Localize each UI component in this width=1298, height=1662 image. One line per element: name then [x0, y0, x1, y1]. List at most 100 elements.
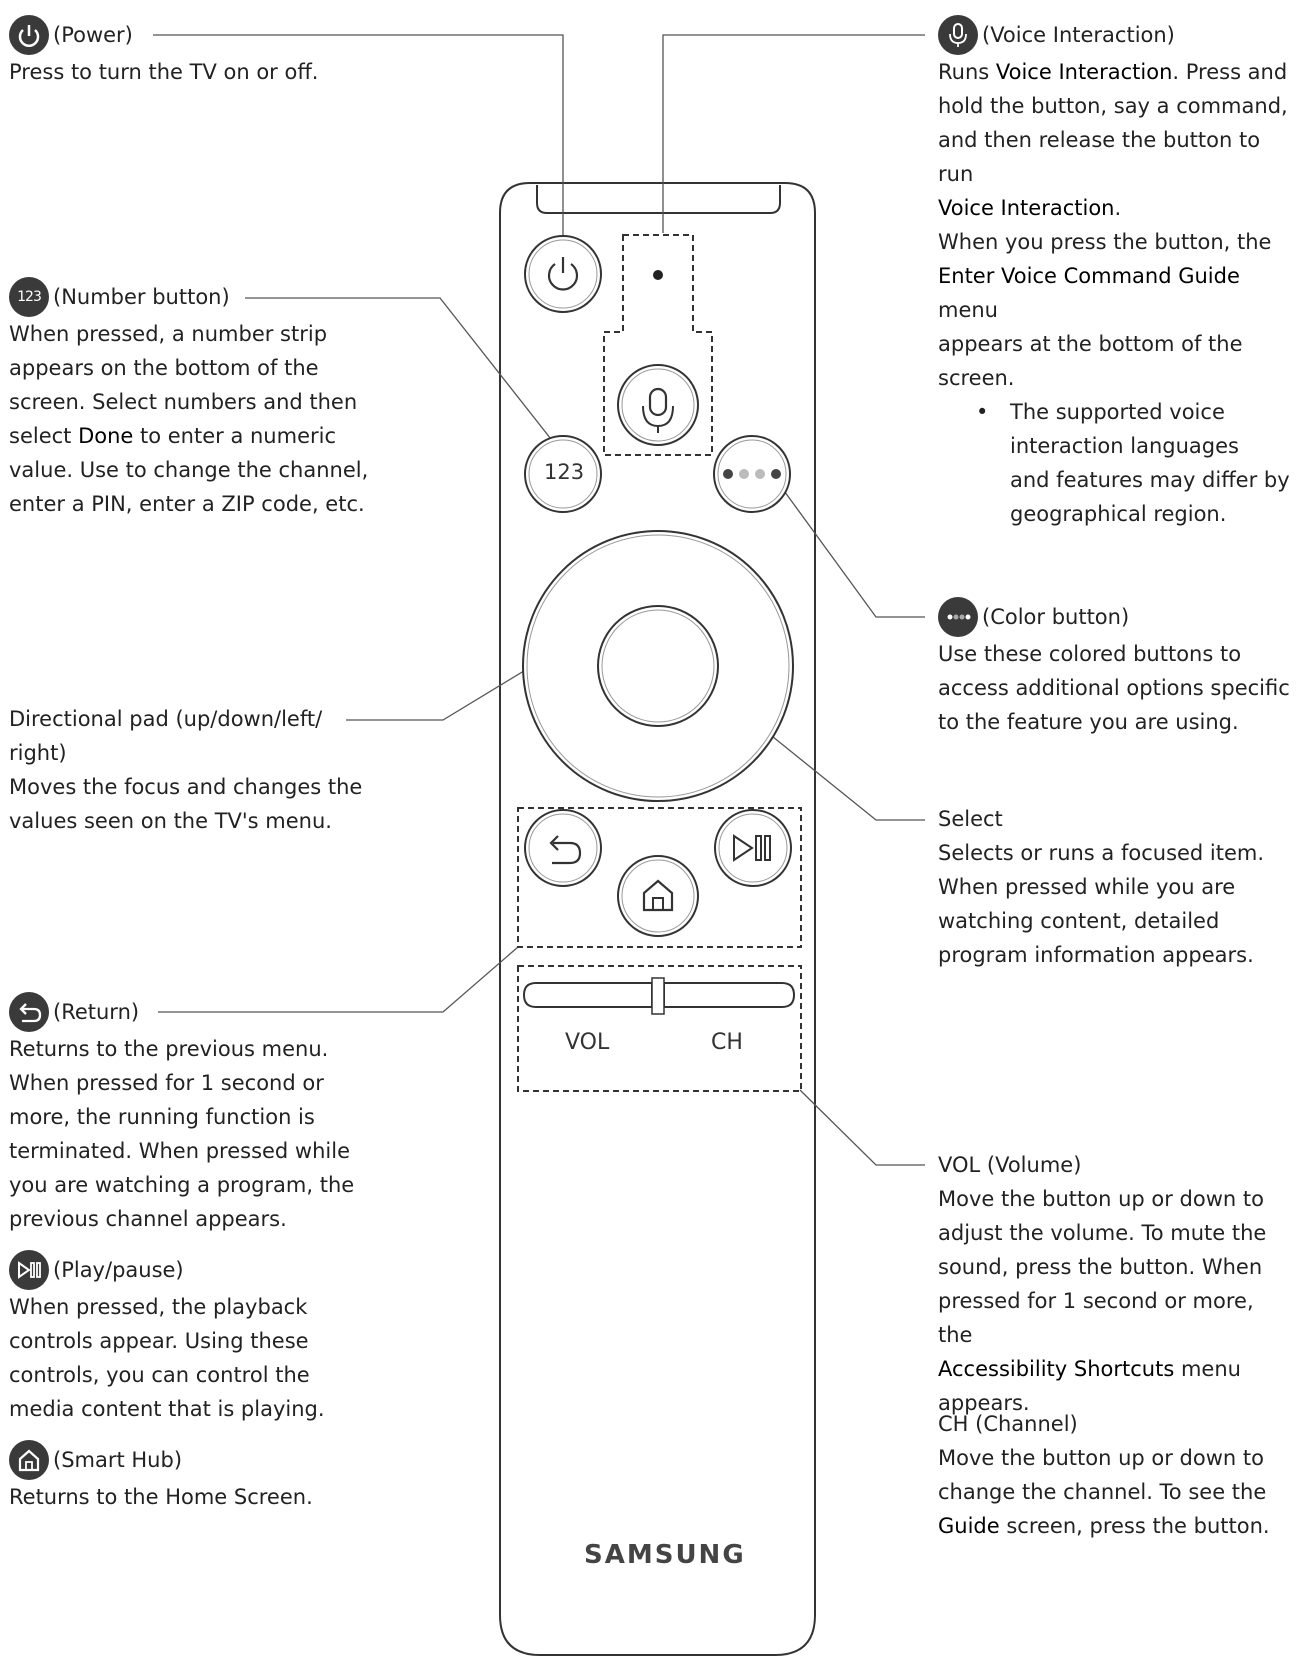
remote-power-button[interactable] [524, 235, 602, 313]
vol-text-line: pressed for 1 second or more, the [938, 1289, 1254, 1347]
vol-text-line: adjust the volume. To mute the [938, 1221, 1267, 1245]
nav-buttons-dashed-area [517, 807, 802, 948]
power-title: (Power) [53, 23, 133, 47]
remote-body [499, 182, 816, 1656]
voice-text-line: Enter Voice Command Guide menu [938, 264, 1240, 322]
play-pause-text-line: controls, you can control the [9, 1363, 310, 1387]
rocker-divider [651, 977, 665, 1015]
remote-top-notch [536, 185, 781, 214]
color-description: (Color button) Use these colored buttons… [938, 597, 1293, 739]
microphone-hole [653, 270, 663, 280]
voice-note-bullet: The supported voice interaction language… [976, 395, 1293, 531]
ch-description: CH (Channel) Move the button up or down … [938, 1407, 1293, 1543]
select-text-line: watching content, detailed [938, 909, 1220, 933]
return-text-line: you are watching a program, the [9, 1173, 355, 1197]
leader-return [158, 946, 519, 1013]
return-title: (Return) [53, 1000, 140, 1024]
remote-number-button[interactable] [524, 435, 602, 513]
remote-voice-button[interactable] [617, 364, 699, 446]
color-text-line: access additional options specific [938, 676, 1290, 700]
voice-text-line: hold the button, say a command, [938, 94, 1288, 118]
number-text-line: screen. Select numbers and then [9, 390, 358, 414]
voice-dashed-area [603, 234, 713, 456]
vol-ch-dashed-area [517, 965, 802, 1092]
return-text-line: previous channel appears. [9, 1207, 287, 1231]
select-text-line: Selects or runs a focused item. [938, 841, 1265, 865]
home-icon [9, 1440, 49, 1480]
number-description: 123 (Number button) When pressed, a numb… [9, 277, 389, 521]
play-pause-icon [9, 1250, 49, 1290]
voice-text-line: Runs Voice Interaction. Press and [938, 60, 1288, 84]
smart-hub-description: (Smart Hub) Returns to the Home Screen. [9, 1440, 389, 1514]
vol-text-line: appears. [938, 1391, 1030, 1415]
ch-text-line: change the channel. To see the [938, 1480, 1267, 1504]
return-description: (Return) Returns to the previous menu. W… [9, 992, 389, 1236]
number-text-line: select Done to enter a numeric [9, 424, 337, 448]
leader-number [245, 297, 559, 449]
dpad-title: right) [9, 741, 67, 765]
dpad-text-line: Moves the focus and changes the [9, 775, 363, 799]
number-icon: 123 [9, 277, 49, 317]
vol-text-line: sound, press the button. When [938, 1255, 1263, 1279]
remote-play-pause-button[interactable] [714, 809, 792, 887]
return-text-line: When pressed for 1 second or [9, 1071, 324, 1095]
voice-text-line: screen. [938, 366, 1015, 390]
remote-vol-label: VOL [565, 1030, 610, 1055]
remote-home-button[interactable] [617, 855, 699, 937]
ch-text-line: Move the button up or down to [938, 1446, 1264, 1470]
return-icon [9, 992, 49, 1032]
leader-voice [662, 34, 925, 233]
number-text-line: When pressed, a number strip [9, 322, 328, 346]
play-pause-text-line: When pressed, the playback [9, 1295, 308, 1319]
dpad-title: Directional pad (up/down/left/ [9, 707, 323, 731]
leader-color [781, 487, 925, 618]
voice-text-line: Voice Interaction. [938, 196, 1122, 220]
return-text-line: Returns to the previous menu. [9, 1037, 329, 1061]
remote-ch-label: CH [711, 1030, 743, 1055]
return-text-line: terminated. When pressed while [9, 1139, 351, 1163]
vol-title: VOL (Volume) [938, 1153, 1082, 1177]
vol-text-line: Accessibility Shortcuts menu [938, 1357, 1241, 1381]
ch-title: CH (Channel) [938, 1412, 1078, 1436]
remote-brand-logo: SAMSUNG [584, 1540, 746, 1570]
power-description: (Power) Press to turn the TV on or off. [9, 15, 409, 89]
remote-return-button[interactable] [524, 809, 602, 887]
color-text-line: Use these colored buttons to [938, 642, 1242, 666]
play-pause-text-line: controls appear. Using these [9, 1329, 309, 1353]
number-text-line: value. Use to change the channel, [9, 458, 369, 482]
remote-number-label: 123 [544, 460, 585, 484]
play-pause-text-line: media content that is playing. [9, 1397, 325, 1421]
power-icon [9, 15, 49, 55]
number-text-line: enter a PIN, enter a ZIP code, etc. [9, 492, 365, 516]
return-text-line: more, the running function is [9, 1105, 315, 1129]
leader-power [153, 34, 564, 235]
color-text-line: to the feature you are using. [938, 710, 1239, 734]
voice-text-line: When you press the button, the [938, 230, 1272, 254]
microphone-icon [938, 15, 978, 55]
leader-vol [799, 1089, 925, 1166]
remote-color-button[interactable] [713, 435, 791, 513]
select-text-line: program information appears. [938, 943, 1254, 967]
power-text: Press to turn the TV on or off. [9, 60, 319, 84]
color-title: (Color button) [982, 605, 1130, 629]
play-pause-description: (Play/pause) When pressed, the playback … [9, 1250, 389, 1426]
smart-hub-text: Returns to the Home Screen. [9, 1485, 313, 1509]
number-title: (Number button) [53, 285, 230, 309]
voice-text-line: appears at the bottom of the [938, 332, 1243, 356]
color-dots-icon [938, 597, 978, 637]
remote-select-button[interactable] [597, 605, 719, 727]
voice-title: (Voice Interaction) [982, 23, 1175, 47]
dpad-text-line: values seen on the TV's menu. [9, 809, 332, 833]
select-title: Select [938, 807, 1003, 831]
remote-ch-rocker[interactable] [663, 982, 796, 1008]
voice-description: (Voice Interaction) Runs Voice Interacti… [938, 15, 1293, 531]
vol-description: VOL (Volume) Move the button up or down … [938, 1148, 1293, 1420]
select-text-line: When pressed while you are [938, 875, 1236, 899]
dpad-description: Directional pad (up/down/left/ right) Mo… [9, 702, 389, 838]
ch-text-line: Guide screen, press the button. [938, 1514, 1270, 1538]
remote-vol-rocker[interactable] [522, 982, 653, 1008]
smart-hub-title: (Smart Hub) [53, 1448, 183, 1472]
vol-text-line: Move the button up or down to [938, 1187, 1264, 1211]
play-pause-title: (Play/pause) [53, 1258, 184, 1282]
